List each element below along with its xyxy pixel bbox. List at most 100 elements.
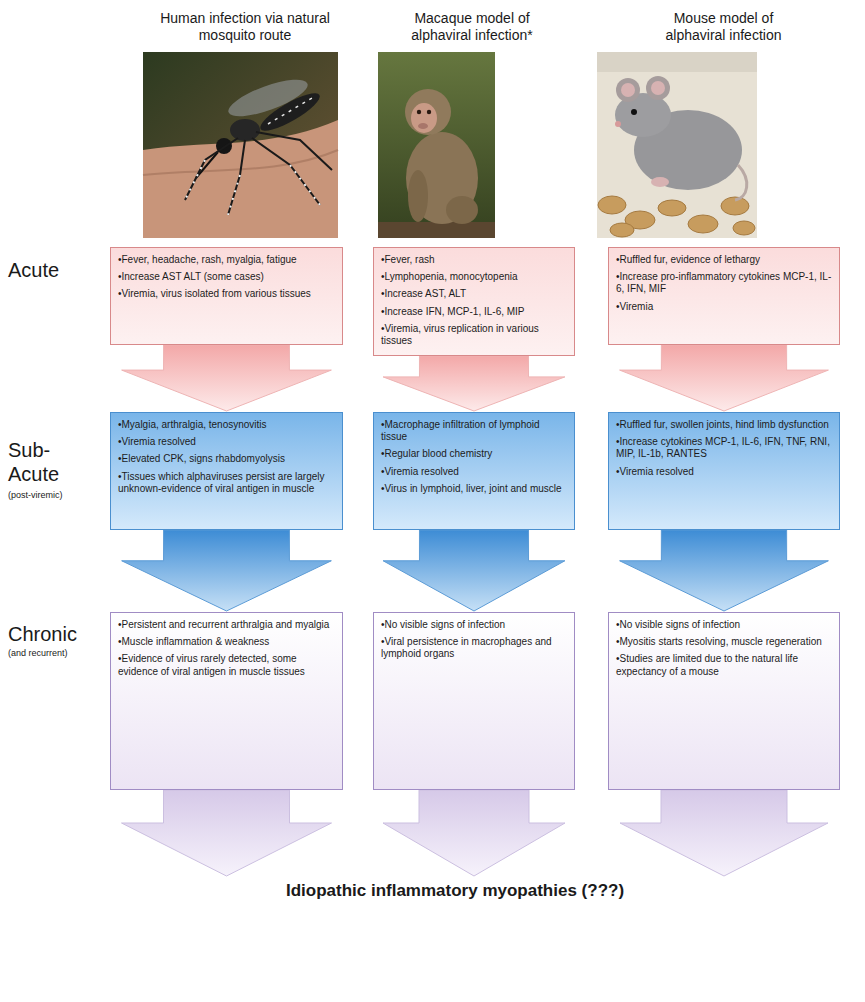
row-sublabel: (post-viremic)	[8, 490, 103, 501]
row-label: Acute	[8, 258, 98, 282]
cage-wall	[597, 52, 757, 72]
block-arrow	[122, 530, 332, 611]
leg-stripes	[185, 160, 320, 215]
stage-box: •Persistent and recurrent arthralgia and…	[110, 612, 343, 790]
stage-box: •Macrophage infiltration of lymphoid tis…	[373, 412, 575, 530]
macaque-eye	[417, 110, 421, 114]
stage-box: •Ruffled fur, evidence of lethargy •Incre…	[608, 247, 840, 345]
mouse-ear	[616, 78, 640, 102]
row-label: Chronic	[8, 622, 103, 646]
macaque-arm	[408, 170, 428, 222]
photo-background	[597, 52, 757, 238]
mouse-eye	[631, 109, 637, 115]
mosquito-abdomen	[256, 87, 324, 137]
bullet-text: •Ruffled fur, swollen joints, hind limb …	[616, 419, 832, 431]
bullet-text: •Increase AST ALT (some cases)	[118, 271, 335, 283]
macaque-mouth	[418, 123, 428, 129]
row-label: Sub-Acute	[8, 438, 82, 486]
macaque-body	[406, 132, 478, 224]
conclusion-text: Idiopathic inflammatory myopathies (???)	[100, 881, 810, 901]
block-arrow	[122, 345, 332, 411]
bullet-text: •Myalgia, arthralgia, tenosynovitis	[118, 419, 335, 431]
mouse-nose	[615, 121, 621, 127]
bullet-text: •Viremia resolved	[616, 466, 832, 478]
stage-box: •No visible signs of infection •Myositis …	[608, 612, 840, 790]
pellet	[658, 200, 686, 216]
bullet-text: •Regular blood chemistry	[381, 448, 567, 460]
mosquito-legs	[185, 132, 332, 215]
bullet-text: •Ruffled fur, evidence of lethargy	[616, 254, 832, 266]
block-arrow	[383, 790, 565, 876]
bullet-text: •Muscle inflammation & weakness	[118, 636, 335, 648]
food-pellets	[598, 196, 755, 237]
bullet-text: •No visible signs of infection	[616, 619, 832, 631]
bullet-text: •Persistent and recurrent arthralgia and…	[118, 619, 335, 631]
pellet	[688, 215, 718, 233]
leg	[256, 132, 332, 170]
bullet-text: •Myositis starts resolving, muscle regen…	[616, 636, 832, 648]
conclusion-arrows	[122, 790, 829, 876]
bullet-text: •Fever, headache, rash, myalgia, fatigue	[118, 254, 335, 266]
bullet-text: •Viremia, virus isolated from various ti…	[118, 288, 335, 300]
column-header: Human infection via natural mosquito rou…	[160, 10, 330, 44]
pellet	[733, 221, 755, 235]
bullet-text: •Evidence of virus rarely detected, some…	[118, 653, 335, 677]
stage-box: •Myalgia, arthralgia, tenosynovitis •Vire…	[110, 412, 343, 530]
skin	[143, 120, 338, 238]
block-arrow	[620, 790, 828, 876]
stage-box: •Fever, rash •Lymphopenia, monocytopenia •…	[373, 247, 575, 356]
pellet	[610, 223, 634, 237]
block-arrow	[620, 530, 829, 611]
mouse-ear-inner	[651, 81, 665, 95]
mouse-tail	[735, 165, 747, 200]
bullet-text: •Lymphopenia, monocytopenia	[381, 271, 567, 283]
bullet-text: •Tissues which alphaviruses persist are …	[118, 471, 335, 495]
bullet-text: •Macrophage infiltration of lymphoid tis…	[381, 419, 567, 443]
photo-background	[378, 52, 495, 238]
macaque-photo	[378, 52, 495, 238]
bullet-text: •Increase AST, ALT	[381, 288, 567, 300]
bullet-text: •Viremia, virus replication in various t…	[381, 323, 567, 347]
bullet-text: •Viral persistence in macrophages and ly…	[381, 636, 567, 660]
block-arrow	[620, 345, 829, 411]
leg-stripe	[228, 175, 240, 215]
macaque-eye	[427, 110, 431, 114]
bullet-text: •Elevated CPK, signs rhabdomyolysis	[118, 453, 335, 465]
leg-stripe	[290, 165, 320, 205]
pellet	[598, 196, 626, 214]
mouse-ear	[646, 76, 670, 100]
mosquito-photo	[143, 52, 338, 238]
mosquito-proboscis	[196, 152, 218, 178]
bullet-text: •Viremia resolved	[381, 466, 567, 478]
stage-box: •No visible signs of infection •Viral per…	[373, 612, 575, 790]
bullet-text: •Virus in lymphoid, liver, joint and mus…	[381, 483, 567, 495]
branch	[378, 222, 495, 238]
column-header: Mouse model of alphaviral infection	[651, 10, 796, 44]
bullet-text: •Viremia	[616, 301, 832, 313]
stage-box: •Ruffled fur, swollen joints, hind limb …	[608, 412, 840, 530]
block-arrow	[383, 530, 565, 611]
leg	[228, 140, 245, 215]
bullet-text: •Studies are limited due to the natural …	[616, 653, 832, 677]
leg-stripe	[185, 160, 205, 200]
row-sublabel: (and recurrent)	[8, 648, 103, 659]
mouse-ear-inner	[621, 83, 635, 97]
abdomen-stripes	[268, 98, 312, 124]
bullet-text: •Viremia resolved	[118, 436, 335, 448]
block-arrow	[122, 790, 332, 876]
bullet-text: •Fever, rash	[381, 254, 567, 266]
mosquito-thorax	[230, 119, 260, 141]
bullet-text: •Increase IFN, MCP-1, IL-6, MIP	[381, 306, 567, 318]
bullet-text: •No visible signs of infection	[381, 619, 567, 631]
block-arrow	[383, 356, 565, 411]
photo-background	[143, 52, 338, 238]
bullet-text: •Increase cytokines MCP-1, IL-6, IFN, TN…	[616, 436, 832, 460]
macaque-head	[405, 89, 451, 135]
bullet-text: •Increase pro-inflammatory cytokines MCP…	[616, 271, 832, 295]
mouse-paw	[651, 177, 669, 187]
column-header: Macaque model of alphaviral infection*	[397, 10, 547, 44]
macaque-leg	[446, 196, 478, 224]
stage-box: •Fever, headache, rash, myalgia, fatigue…	[110, 247, 343, 345]
